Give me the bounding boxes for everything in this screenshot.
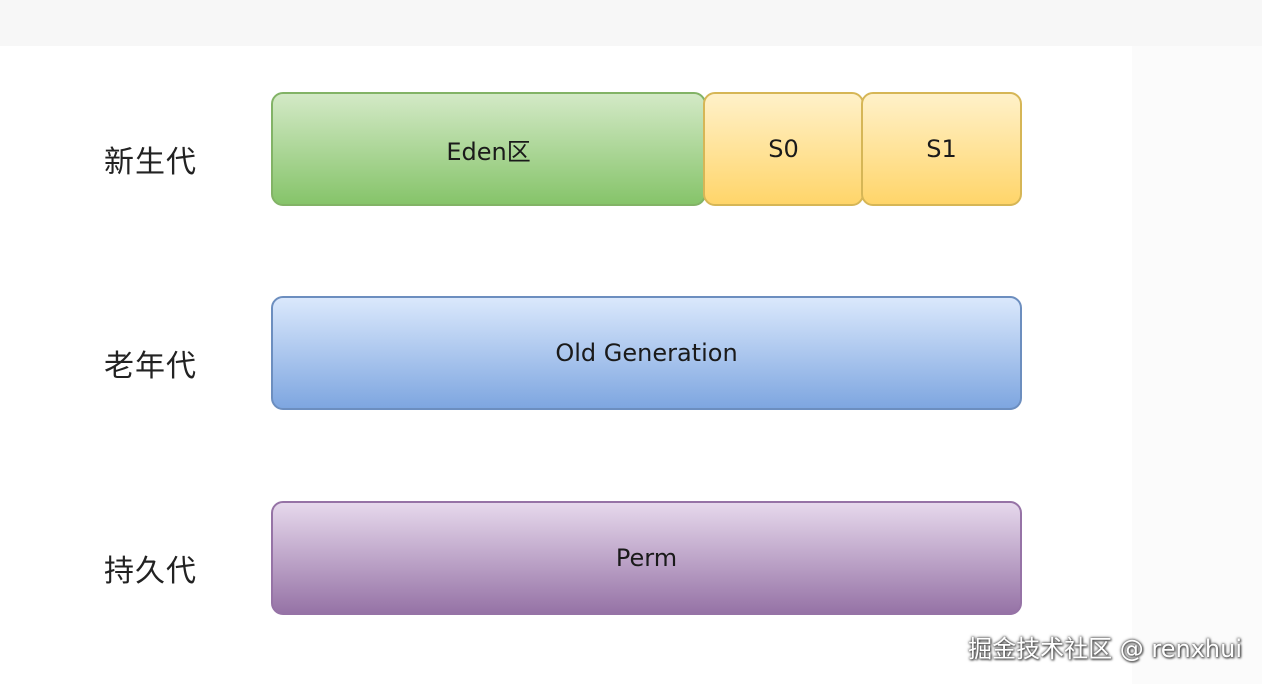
s0-label: S0 [768, 135, 799, 163]
watermark: 掘金技术社区 @ renxhui [968, 635, 1242, 663]
right-band [1132, 46, 1262, 684]
top-band [0, 0, 1262, 46]
s1-block: S1 [861, 92, 1022, 206]
eden-label: Eden区 [446, 137, 531, 166]
label-young-generation: 新生代 [104, 145, 197, 180]
s0-block: S0 [703, 92, 864, 206]
perm-block: Perm [271, 501, 1022, 615]
old-generation-block: Old Generation [271, 296, 1022, 410]
label-old-generation: 老年代 [104, 349, 197, 384]
perm-label: Perm [615, 544, 678, 572]
eden-block: Eden区 [271, 92, 706, 206]
label-permanent-generation: 持久代 [104, 554, 197, 589]
old-generation-label: Old Generation [555, 339, 738, 367]
s1-label: S1 [926, 135, 957, 163]
